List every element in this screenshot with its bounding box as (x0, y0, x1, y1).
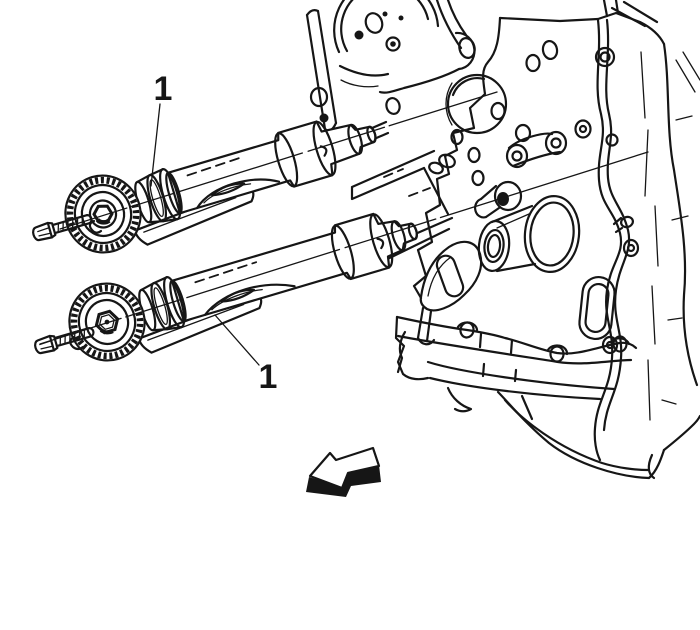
bolt-top (32, 214, 93, 242)
centerline-top (59, 91, 498, 230)
leader-line-top (150, 103, 161, 187)
sprocket-top (64, 174, 142, 254)
callout-label-bottom: 1 (259, 358, 278, 396)
retainer-clip-top (88, 219, 103, 234)
balance-shaft-top (133, 120, 377, 246)
callout-top: 1 (150, 70, 173, 187)
engine-block (305, 0, 700, 480)
retainer-clip-bottom (69, 335, 85, 351)
sprocket-bottom (68, 282, 146, 362)
callout-label-top: 1 (154, 70, 173, 108)
centerline-bottom (39, 151, 649, 345)
leader-line-bottom (214, 314, 260, 366)
callout-bottom: 1 (214, 314, 278, 396)
direction-arrow-icon (306, 446, 381, 497)
balance-shaft-bottom (137, 212, 419, 354)
